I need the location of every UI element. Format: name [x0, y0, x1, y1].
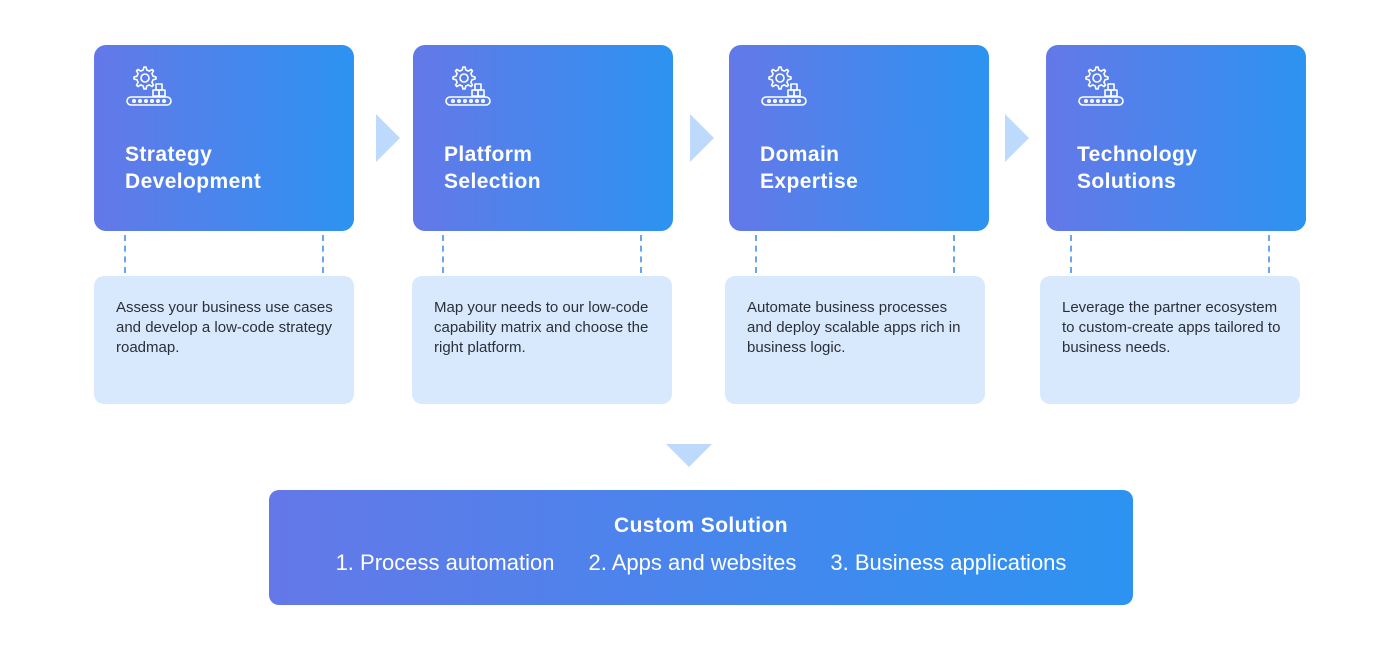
connector-line — [442, 235, 444, 273]
arrow-right-icon — [376, 114, 400, 162]
connector-line — [124, 235, 126, 273]
arrow-right-icon — [690, 114, 714, 162]
step-description: Automate business processes and deploy s… — [725, 276, 985, 404]
step-card-platform: Platform Selection — [413, 45, 673, 231]
step-card-domain: Domain Expertise — [729, 45, 989, 231]
arrow-right-icon — [1005, 114, 1029, 162]
step-card-technology: Technology Solutions — [1046, 45, 1306, 231]
step-title: Technology Solutions — [1077, 143, 1198, 193]
connector-line — [1070, 235, 1072, 273]
gear-conveyor-icon — [1078, 66, 1124, 106]
step-title: Domain Expertise — [760, 143, 859, 193]
connector-line — [755, 235, 757, 273]
step-card-strategy: Strategy Development — [94, 45, 354, 231]
solution-title: Custom Solution — [614, 514, 788, 537]
connector-line — [640, 235, 642, 273]
step-title: Platform Selection — [444, 143, 541, 193]
solution-items: 1. Process automation 2. Apps and websit… — [269, 550, 1133, 576]
step-description: Leverage the partner ecosystem to custom… — [1040, 276, 1300, 404]
gear-conveyor-icon — [126, 66, 172, 106]
gear-conveyor-icon — [761, 66, 807, 106]
step-description: Assess your business use cases and devel… — [94, 276, 354, 404]
connector-line — [322, 235, 324, 273]
step-title: Strategy Development — [125, 143, 262, 193]
step-description: Map your needs to our low-code capabilit… — [412, 276, 672, 404]
gear-conveyor-icon — [445, 66, 491, 106]
solution-item: 2. Apps and websites — [588, 550, 797, 575]
arrow-down-icon — [666, 444, 712, 467]
connector-line — [1268, 235, 1270, 273]
connector-line — [953, 235, 955, 273]
custom-solution-box: Custom Solution 1. Process automation 2.… — [269, 490, 1133, 605]
solution-item: 3. Business applications — [830, 550, 1067, 575]
solution-item: 1. Process automation — [335, 550, 555, 575]
